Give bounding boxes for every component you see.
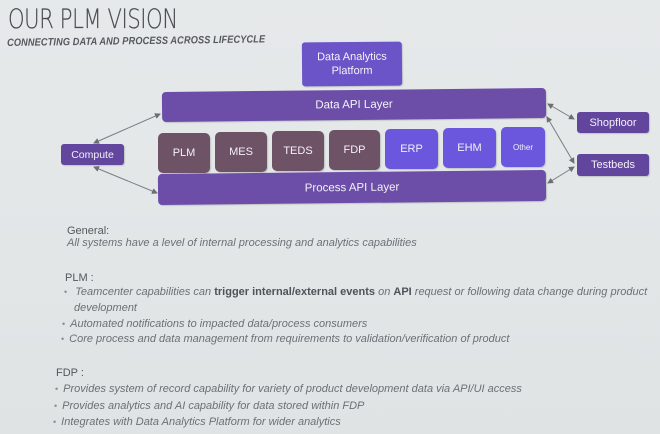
system-box-erp: ERP <box>385 129 438 169</box>
plm-bullet-1-bold-api: API <box>393 286 412 298</box>
dap-line2: Platform <box>331 64 373 78</box>
plm-bullet-1: Teamcenter capabilities can trigger inte… <box>64 286 647 298</box>
page-title: OUR PLM VISION <box>8 4 178 35</box>
plm-bullet-3: Core process and data management from re… <box>61 333 509 345</box>
plm-bullet-1-post: request or following data change during … <box>411 286 648 298</box>
fdp-bullet-2: Provides analytics and AI capability for… <box>54 400 364 412</box>
system-box-plm: PLM <box>158 133 210 173</box>
compute-box: Compute <box>61 144 124 165</box>
plm-bullet-1-pre: Teamcenter capabilities can <box>75 286 215 298</box>
plm-bullet-1-mid: on <box>375 286 394 298</box>
fdp-bullet-1: Provides system of record capability for… <box>55 383 522 395</box>
plm-bullet-1-bold-events: trigger internal/external events <box>214 286 376 298</box>
shopfloor-box: Shopfloor <box>577 112 649 133</box>
system-box-ehm: EHM <box>443 128 496 168</box>
system-box-other: Other <box>501 127 545 167</box>
dap-line1: Data Analytics <box>317 50 387 64</box>
general-text: All systems have a level of internal pro… <box>67 237 417 249</box>
plm-heading: PLM : <box>65 272 94 284</box>
data-api-layer: Data API Layer <box>161 87 547 123</box>
plm-bullet-1-continued: development <box>74 302 137 314</box>
data-analytics-platform-box: Data Analytics Platform <box>301 41 403 87</box>
testbeds-box: Testbeds <box>577 154 649 176</box>
system-box-teds: TEDS <box>272 131 324 171</box>
system-box-mes: MES <box>215 132 267 172</box>
fdp-heading: FDP : <box>56 367 84 379</box>
process-api-layer: Process API Layer <box>157 169 547 206</box>
system-box-fdp: FDP <box>329 130 380 170</box>
general-heading: General: <box>67 225 110 237</box>
plm-bullet-2: Automated notifications to impacted data… <box>62 318 367 330</box>
fdp-bullet-3: Integrates with Data Analytics Platform … <box>53 416 341 428</box>
